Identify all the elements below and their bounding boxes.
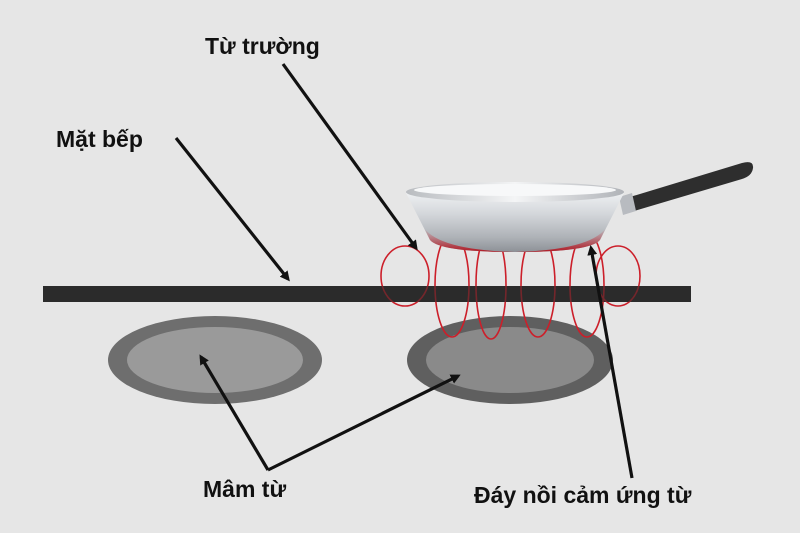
coil-inner: [426, 327, 594, 393]
label-cooktop-surface: Mặt bếp: [56, 126, 143, 152]
arrow-icon: [267, 374, 461, 472]
arrow-icon: [587, 245, 634, 479]
magnetic-field-loop-icon: [380, 245, 430, 307]
coil-inner: [127, 327, 303, 393]
pan-handle-joint: [619, 193, 636, 215]
induction-coil-right: [407, 316, 613, 404]
arrow-icon: [199, 354, 270, 471]
cooktop-surface-overlay: [378, 286, 643, 302]
pan-handle: [620, 162, 754, 214]
pan-body: [406, 193, 624, 252]
pan-rim-inner: [414, 184, 616, 196]
label-induction-coil: Mâm từ: [203, 476, 287, 502]
frying-pan-icon: [406, 162, 754, 252]
arrow-icon: [174, 137, 290, 282]
label-magnetic-field: Từ trường: [205, 33, 320, 59]
arrow-icon: [281, 63, 418, 251]
induction-coil-left: [108, 316, 322, 404]
label-pan-base: Đáy nồi cảm ứng từ: [474, 482, 692, 508]
annotation-arrows: [174, 63, 634, 479]
